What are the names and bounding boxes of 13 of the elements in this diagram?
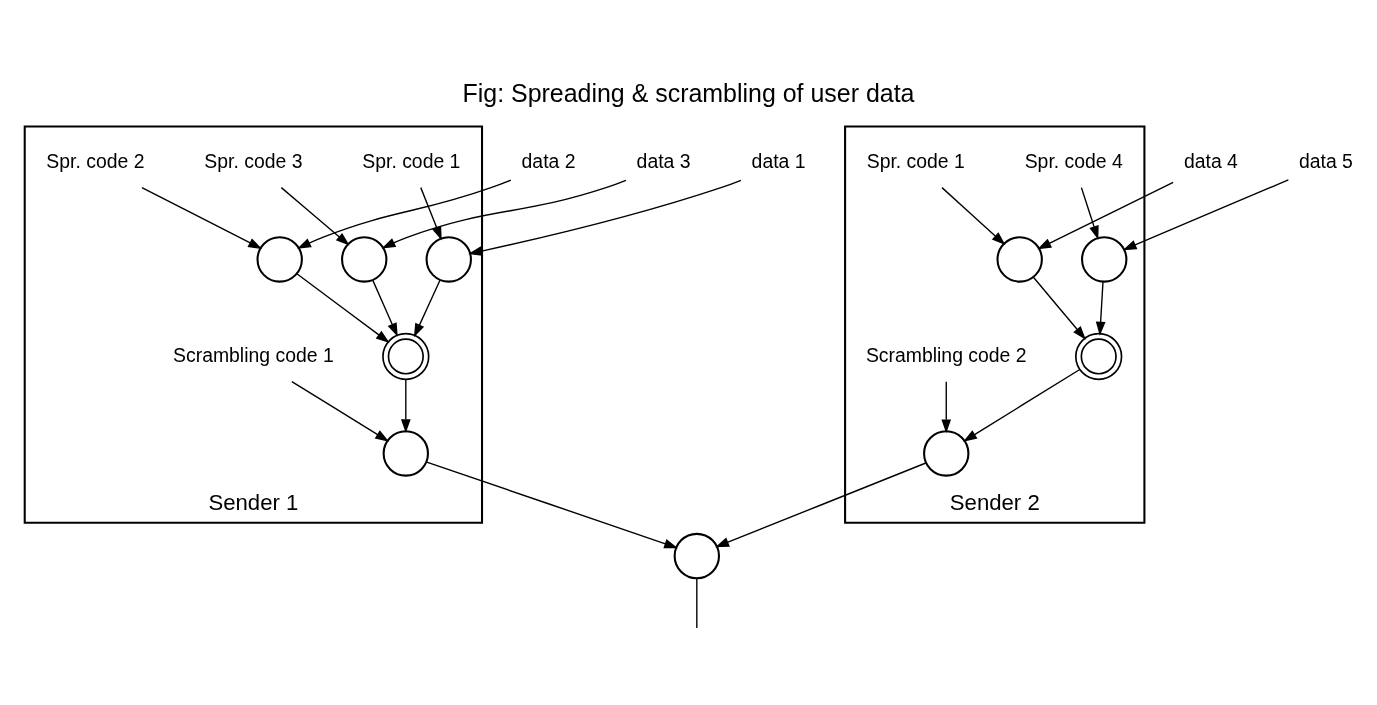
node-text: data 5	[1298, 149, 1353, 172]
node-text: Spr. code 1	[866, 149, 965, 172]
node-text: Scrambling code 2	[865, 343, 1027, 366]
node-text: data 4	[1183, 149, 1238, 172]
node-text: Spr. code 4	[1024, 149, 1123, 172]
node-text: data 3	[636, 149, 691, 172]
diagram-title: Fig: Spreading & scrambling of user data	[462, 78, 915, 107]
node-text: Spr. code 2	[46, 149, 145, 172]
node-text: Scrambling code 1	[173, 343, 334, 366]
node-text: data 2	[521, 149, 576, 172]
node-text: Spr. code 3	[204, 149, 303, 172]
node-text: Spr. code 1	[362, 149, 461, 172]
node-text: data 1	[751, 149, 806, 172]
